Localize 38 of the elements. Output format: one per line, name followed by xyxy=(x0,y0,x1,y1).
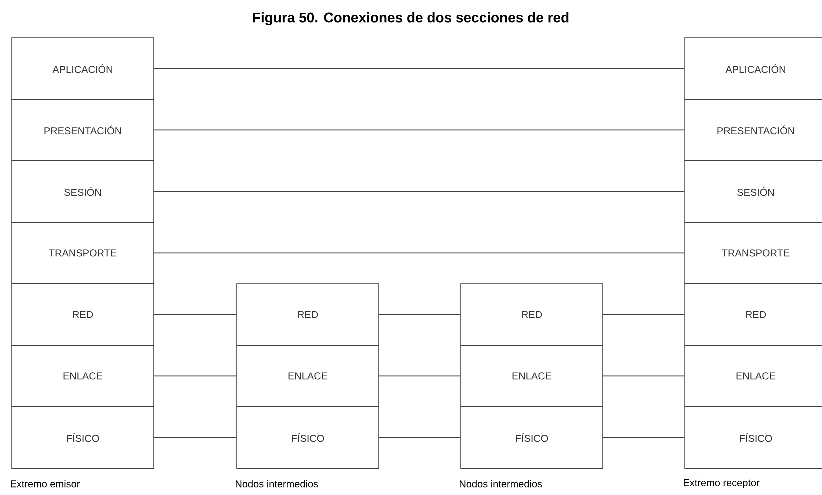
layer-box: SESIÓN xyxy=(12,160,154,223)
layer-box: TRANSPORTE xyxy=(684,222,822,284)
connection-line xyxy=(379,376,461,377)
layer-box: ENLACE xyxy=(12,345,154,408)
stack-caption: Nodos intermedios xyxy=(460,480,542,488)
connection-line xyxy=(154,191,685,192)
layer-box: PRESENTACIÓN xyxy=(12,99,154,162)
layer-box: RED xyxy=(12,284,154,346)
connection-line xyxy=(379,314,461,316)
layer-box: ENLACE xyxy=(236,345,380,408)
layer-box: FÍSICO xyxy=(12,406,154,469)
connection-line xyxy=(154,130,685,131)
layer-box: TRANSPORTE xyxy=(12,222,154,284)
layer-box: FÍSICO xyxy=(684,406,822,469)
connection-line xyxy=(379,437,461,438)
connection-line xyxy=(154,314,237,316)
connection-line xyxy=(603,376,685,377)
stack-caption: Nodos intermedios xyxy=(236,480,318,488)
layer-box: FÍSICO xyxy=(460,406,604,469)
connection-line xyxy=(154,252,685,254)
stack-caption: Extremo emisor xyxy=(11,480,80,488)
connection-line xyxy=(603,437,685,438)
connection-line xyxy=(154,68,685,70)
layer-box: APLICACIÓN xyxy=(684,38,822,100)
layer-box: SESIÓN xyxy=(684,160,822,223)
title: Figura 50. Conexiones de dos secciones de red xyxy=(253,12,569,26)
connection-line xyxy=(154,376,237,377)
layer-box: ENLACE xyxy=(684,345,822,408)
layer-box: FÍSICO xyxy=(236,406,380,469)
stack-caption: Extremo receptor xyxy=(684,480,760,488)
layer-box: PRESENTACIÓN xyxy=(684,99,822,162)
layer-box: ENLACE xyxy=(460,345,604,408)
connection-line xyxy=(154,437,237,438)
layer-box: RED xyxy=(460,284,604,346)
layer-box: APLICACIÓN xyxy=(12,38,154,100)
connection-line xyxy=(603,314,685,316)
layer-box: RED xyxy=(684,284,822,346)
layer-box: RED xyxy=(236,284,380,346)
